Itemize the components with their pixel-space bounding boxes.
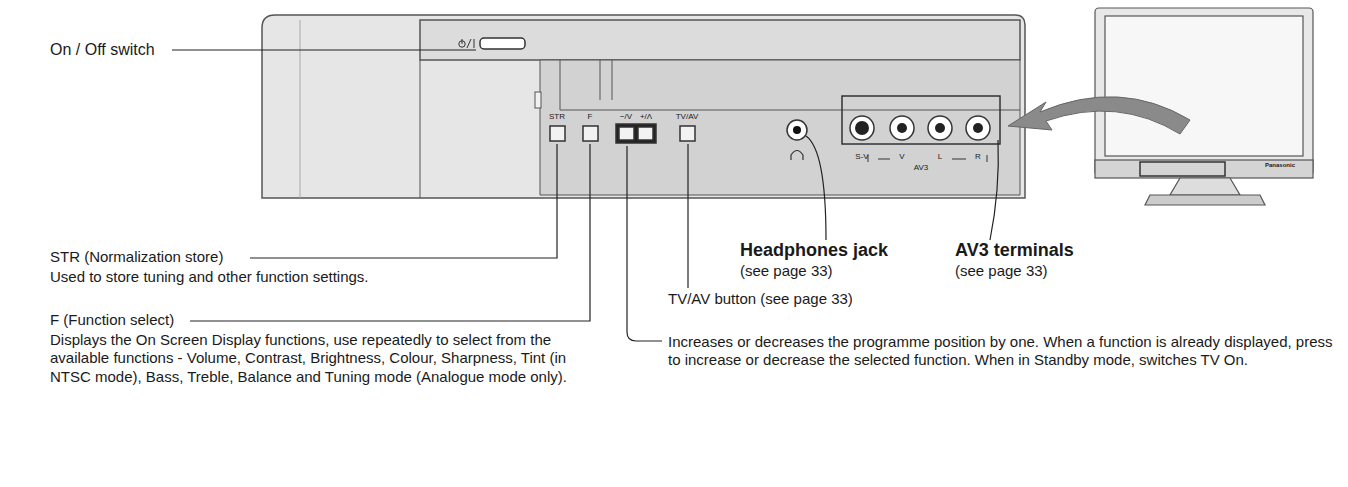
callout-note: (see page 33) [740, 262, 833, 280]
terminal-group-label: AV3 [914, 163, 929, 173]
power-switch [459, 38, 525, 49]
callout-text: TV/AV button (see page 33) [668, 290, 853, 308]
callout-heading: F (Function select) [50, 311, 174, 329]
terminal-label: L [938, 152, 942, 162]
button-label: +/Λ [640, 112, 652, 122]
button-label: TV/AV [676, 112, 699, 122]
tv-panel [262, 15, 1025, 198]
button-label: −/V [620, 112, 632, 122]
callout-note: (see page 33) [955, 262, 1048, 280]
headphones-jack [787, 120, 807, 160]
callout-heading: STR (Normalization store) [50, 248, 223, 266]
callout-heading: AV3 terminals [955, 240, 1074, 262]
callout-note: Increases or decreases the programme pos… [668, 333, 1333, 370]
panel-buttons [550, 124, 695, 143]
callout-note: Displays the On Screen Display functions… [50, 331, 585, 386]
leader-lines [172, 50, 998, 341]
av3-terminals [842, 96, 1000, 162]
callout-heading: Headphones jack [740, 240, 888, 262]
terminal-label: V [899, 152, 904, 162]
callout-note: Used to store tuning and other function … [50, 268, 570, 286]
pointer-arrow [1008, 97, 1190, 134]
callout-text: On / Off switch [50, 40, 155, 60]
button-label: F [588, 112, 593, 122]
brand-label: Panasonic [1265, 162, 1295, 169]
button-label: STR [549, 112, 565, 122]
terminal-label: R [975, 152, 981, 162]
terminal-label: S-V [855, 152, 868, 162]
